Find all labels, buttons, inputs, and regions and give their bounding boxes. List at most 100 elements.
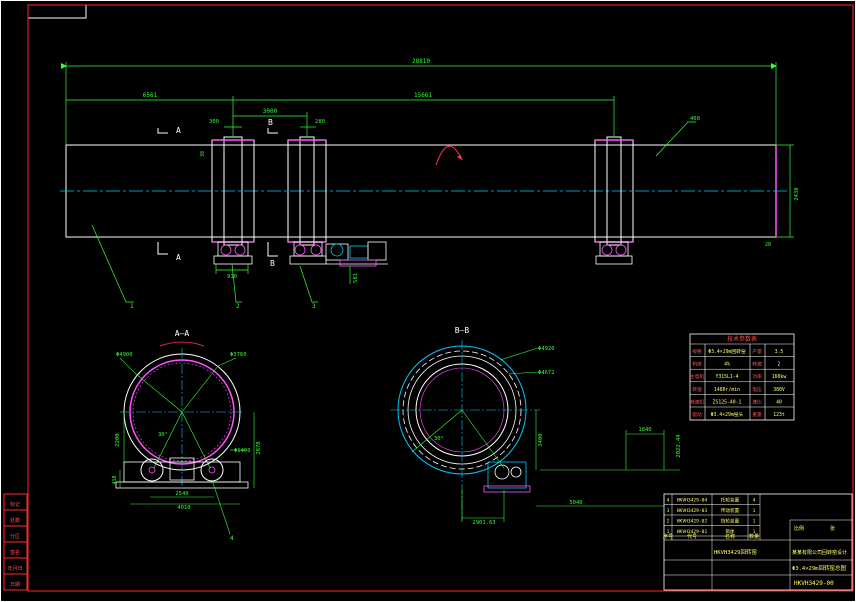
section-b-top: B — [268, 118, 273, 127]
bb-dim-gear-outer: Φ4920 — [538, 346, 555, 352]
tech-cell-5-2: 重量 — [752, 411, 762, 418]
parts-cell-0-2: 托轮装置 — [721, 497, 740, 504]
aa-leader-roller: 4 — [230, 535, 234, 542]
dim-left-offset: 6561 — [143, 92, 158, 99]
parts-cell-2-2: 挡轮装置 — [721, 518, 740, 525]
dim-support-span: 15661 — [414, 92, 432, 99]
aa-dim-roller-diameter: Φ1400 — [234, 448, 251, 454]
section-a-bottom: A — [176, 253, 181, 262]
pinion-drive — [483, 461, 531, 493]
tech-cell-0-3: 3.5 — [775, 349, 784, 355]
tech-cell-4-0: 减速机 — [690, 398, 705, 405]
tech-cell-5-0: 驱动 — [692, 411, 702, 418]
bb-dim-gear-inner: Φ4672 — [538, 370, 555, 376]
tech-cell-0-0: 规格 — [692, 348, 702, 355]
dim-kiln-height: 2438 — [794, 187, 800, 200]
rotation-direction-arrow — [435, 145, 463, 166]
tech-cell-1-3: 2 — [778, 362, 781, 368]
leader-support: 2 — [236, 303, 240, 310]
tech-cell-2-2: 功率 — [752, 373, 762, 380]
bb-dim-vertical: 3400 — [538, 433, 544, 446]
side-block-label-2: 分区 — [10, 533, 20, 540]
aa-dim-inner-diameter: Φ3760 — [230, 352, 247, 358]
support-station-3 — [595, 241, 633, 265]
parts-cell-2-1: HKVH3429-02 — [677, 519, 708, 525]
col-header-name: 名称 — [725, 533, 735, 540]
leader-tire: 400 — [690, 116, 700, 122]
section-b-bottom: B — [270, 259, 275, 268]
aa-dim-angle: 30° — [158, 432, 168, 438]
side-block-label-5: 日期 — [10, 582, 20, 588]
tech-cell-0-2: 产量 — [752, 348, 762, 355]
tech-cell-1-1: 4% — [724, 362, 730, 368]
dim-end: 28 — [765, 242, 771, 248]
aa-dim-center-height: 2200 — [115, 433, 121, 446]
tech-cell-4-3: 40 — [776, 399, 782, 405]
drive-unit — [325, 241, 388, 267]
side-revision-block: 标记 处数 分区 签名 年月日 日期 — [3, 493, 28, 591]
dim-tire-spacing: 3000 — [263, 108, 278, 115]
bb-dim-span: 5040 — [569, 500, 582, 506]
col-header-code: 代号 — [687, 533, 697, 540]
parts-cell-3-2: 筒体 — [725, 528, 735, 535]
aa-dim-roller-span: 2540 — [175, 491, 188, 497]
parts-cell-3-0: 1 — [667, 529, 670, 535]
side-block-label-1: 处数 — [10, 517, 20, 524]
section-aa-title: A—A — [175, 329, 190, 338]
parts-cell-3-3: 1 — [753, 529, 756, 535]
parts-cell-1-0: 3 — [667, 508, 670, 514]
tech-cell-1-0: 斜度 — [692, 361, 702, 368]
bb-dim-side: 2022.44 — [676, 434, 682, 458]
col-header-qty: 数量 — [749, 533, 759, 540]
side-block-label-0: 标记 — [10, 501, 20, 508]
aa-dim-base-width: 4010 — [177, 505, 190, 511]
parts-cell-2-0: 2 — [667, 519, 670, 525]
tech-cell-4-1: ZS125-40-1 — [713, 399, 742, 405]
title-drawing-number: HKVH3429-00 — [794, 580, 834, 587]
tech-cell-3-1: 1480r/min — [714, 387, 740, 393]
support-station-1 — [213, 241, 253, 265]
bb-dim-offset: 1840 — [638, 427, 651, 433]
parts-cell-1-3: 1 — [753, 508, 756, 514]
col-header-no: 序号 — [663, 533, 673, 540]
tech-cell-3-3: 380V — [773, 387, 785, 393]
tech-cell-2-1: Y315L1-4 — [715, 374, 738, 380]
section-a-top: A — [176, 126, 181, 135]
title-company: HKVH3429回转窑 — [714, 548, 757, 556]
title-scale-label: 比例 — [794, 525, 804, 532]
parts-cell-0-3: 4 — [753, 498, 756, 504]
dim-tire1-width: 300 — [209, 119, 219, 125]
parts-cell-1-2: 传动装置 — [721, 507, 740, 514]
tech-cell-3-0: 转速 — [692, 386, 702, 393]
tech-cell-0-1: Φ3.4×29m回转窑 — [708, 348, 746, 355]
section-bb-title: B—B — [455, 326, 470, 335]
side-block-label-3: 签名 — [10, 549, 20, 556]
dim-total-length: 28810 — [412, 58, 430, 65]
side-block-label-4: 年月日 — [7, 565, 22, 572]
bb-dim-angle: 30° — [434, 436, 444, 442]
title-drawing-title: Φ3.4×29m回转窑总图 — [792, 564, 846, 572]
aa-dim-total-height: 2878 — [256, 441, 262, 454]
tech-cell-2-0: 主电机 — [690, 373, 705, 380]
parts-cell-2-3: 1 — [753, 519, 756, 525]
section-aa-view: A—A Φ4900 Φ3760 30° — [112, 329, 262, 542]
leader-drive: 3 — [312, 303, 316, 310]
dim-tire2-width: 280 — [315, 119, 325, 125]
parts-cell-1-1: HKVH3429-03 — [677, 508, 708, 514]
tech-cell-2-3: 160kw — [772, 374, 787, 380]
tech-table-header: 技术参数表 — [727, 335, 757, 343]
support-roller-right — [200, 458, 224, 482]
dim-support-width: 910 — [227, 274, 237, 280]
main-elevation-view: 28810 6561 15661 3000 300 280 2438 910 5… — [60, 58, 800, 310]
title-sheet-label: 张 — [830, 525, 835, 532]
tech-cell-3-2: 电压 — [752, 386, 762, 393]
parts-cell-0-0: 4 — [667, 498, 670, 504]
leader-kiln-body: 1 — [130, 303, 134, 310]
tech-cell-4-2: 速比 — [752, 398, 762, 405]
title-project: 某某有限公司回转窑设计 — [792, 549, 847, 556]
bb-dim-bottom: 2901.63 — [472, 520, 495, 526]
aa-dim-outer-diameter: Φ4900 — [116, 352, 133, 358]
tech-cell-5-3: 123t — [773, 412, 785, 418]
